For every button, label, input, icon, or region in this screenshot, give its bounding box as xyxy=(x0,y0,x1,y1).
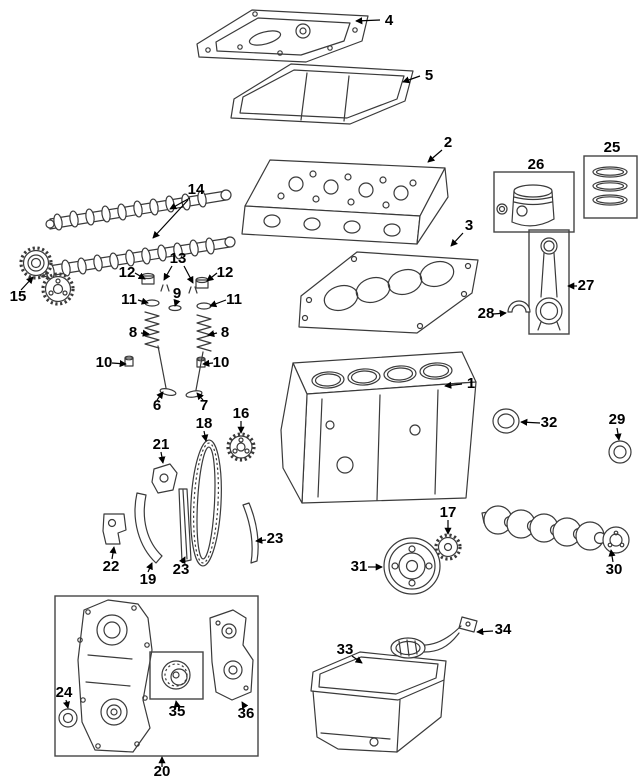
callout-28: 28 xyxy=(478,305,495,322)
connecting-rod-box xyxy=(528,229,570,335)
callout-6: 6 xyxy=(153,397,161,414)
callout-23-b: 23 xyxy=(267,530,284,547)
callout-23-a: 23 xyxy=(173,561,190,578)
rod-bearing-drawing xyxy=(507,300,531,313)
callout-14: 14 xyxy=(188,181,205,198)
camshaft-sprockets-drawing xyxy=(19,246,75,306)
valve-cover-gasket-drawing xyxy=(230,63,414,125)
callout-3: 3 xyxy=(465,217,473,234)
callout-29: 29 xyxy=(609,411,626,428)
front-cover-drawing xyxy=(77,599,153,753)
head-gasket-drawing xyxy=(298,251,479,334)
oil-pump-box xyxy=(149,651,204,700)
callout-32: 32 xyxy=(541,414,558,431)
chain-guide-curved-drawing xyxy=(134,492,163,564)
callout-11-a: 11 xyxy=(121,291,137,308)
crank-pulley-drawing xyxy=(383,537,441,595)
front-seal-drawing xyxy=(58,708,78,728)
callout-1: 1 xyxy=(467,375,475,392)
callout-26: 26 xyxy=(528,156,545,173)
chain-guide-left-drawing xyxy=(178,488,192,563)
valve-springs-drawing xyxy=(144,311,212,352)
oil-seal-large-drawing xyxy=(492,408,520,434)
callout-25: 25 xyxy=(604,139,621,156)
connecting-rod-drawing xyxy=(528,229,570,335)
callout-19: 19 xyxy=(140,571,157,588)
callout-20: 20 xyxy=(154,763,171,778)
callout-15: 15 xyxy=(10,288,27,305)
callout-21: 21 xyxy=(153,436,170,453)
oil-seal-small-drawing xyxy=(608,440,632,464)
callout-12-a: 12 xyxy=(119,264,136,281)
piston-rings-drawing xyxy=(583,155,638,219)
callout-35: 35 xyxy=(169,703,186,720)
piston-drawing xyxy=(493,171,575,233)
piston-box xyxy=(493,171,575,233)
callout-11-b: 11 xyxy=(226,291,242,308)
callout-8-b: 8 xyxy=(221,324,229,341)
crank-sprocket-drawing xyxy=(434,533,462,561)
leader-lines xyxy=(20,17,622,767)
callout-36: 36 xyxy=(238,705,255,722)
timing-chain-drawing xyxy=(190,439,222,567)
callout-16: 16 xyxy=(233,405,250,422)
callout-30: 30 xyxy=(606,561,623,578)
valves-drawing xyxy=(157,345,204,398)
callout-8-a: 8 xyxy=(129,324,137,341)
cylinder-head-drawing xyxy=(241,159,449,245)
valve-keepers-drawing xyxy=(160,284,198,294)
valve-stem-seals-drawing xyxy=(124,355,206,368)
front-cover-assembly-group xyxy=(54,595,259,757)
callout-10-a: 10 xyxy=(96,354,113,371)
cam-chain-sprocket-drawing xyxy=(226,432,256,462)
callout-34: 34 xyxy=(495,621,512,638)
valve-cover-drawing xyxy=(196,9,369,63)
oil-pan-drawing xyxy=(310,651,447,753)
callout-9: 9 xyxy=(173,285,181,302)
callout-10-b: 10 xyxy=(213,354,230,371)
callout-7: 7 xyxy=(200,397,208,414)
camshafts-drawing xyxy=(37,189,236,280)
piston-rings-box xyxy=(583,155,638,219)
callout-13: 13 xyxy=(170,250,187,267)
callout-5: 5 xyxy=(425,67,433,84)
callout-22: 22 xyxy=(103,558,120,575)
oil-pickup-tube-drawing xyxy=(390,616,478,659)
callout-4: 4 xyxy=(385,12,394,29)
callout-12-b: 12 xyxy=(217,264,234,281)
callout-31: 31 xyxy=(351,558,368,575)
engine-block-drawing xyxy=(280,351,477,504)
oil-pump-rotors-drawing xyxy=(149,651,204,700)
crankshaft-drawing xyxy=(481,505,630,554)
callout-27: 27 xyxy=(578,277,595,294)
callout-labels: 4 5 2 3 26 25 27 28 14 15 12 12 13 11 11… xyxy=(10,12,626,778)
chain-tensioner-drawing xyxy=(151,463,178,494)
callout-18: 18 xyxy=(196,415,213,432)
callout-33: 33 xyxy=(337,641,354,658)
callout-24: 24 xyxy=(56,684,73,701)
tensioner-bracket-drawing xyxy=(102,513,127,545)
oil-pump-cover-drawing xyxy=(209,609,254,701)
callout-2: 2 xyxy=(444,134,452,151)
front-cover-group-box xyxy=(54,595,259,757)
callout-17: 17 xyxy=(440,504,457,521)
chain-guide-right-drawing xyxy=(242,502,259,564)
